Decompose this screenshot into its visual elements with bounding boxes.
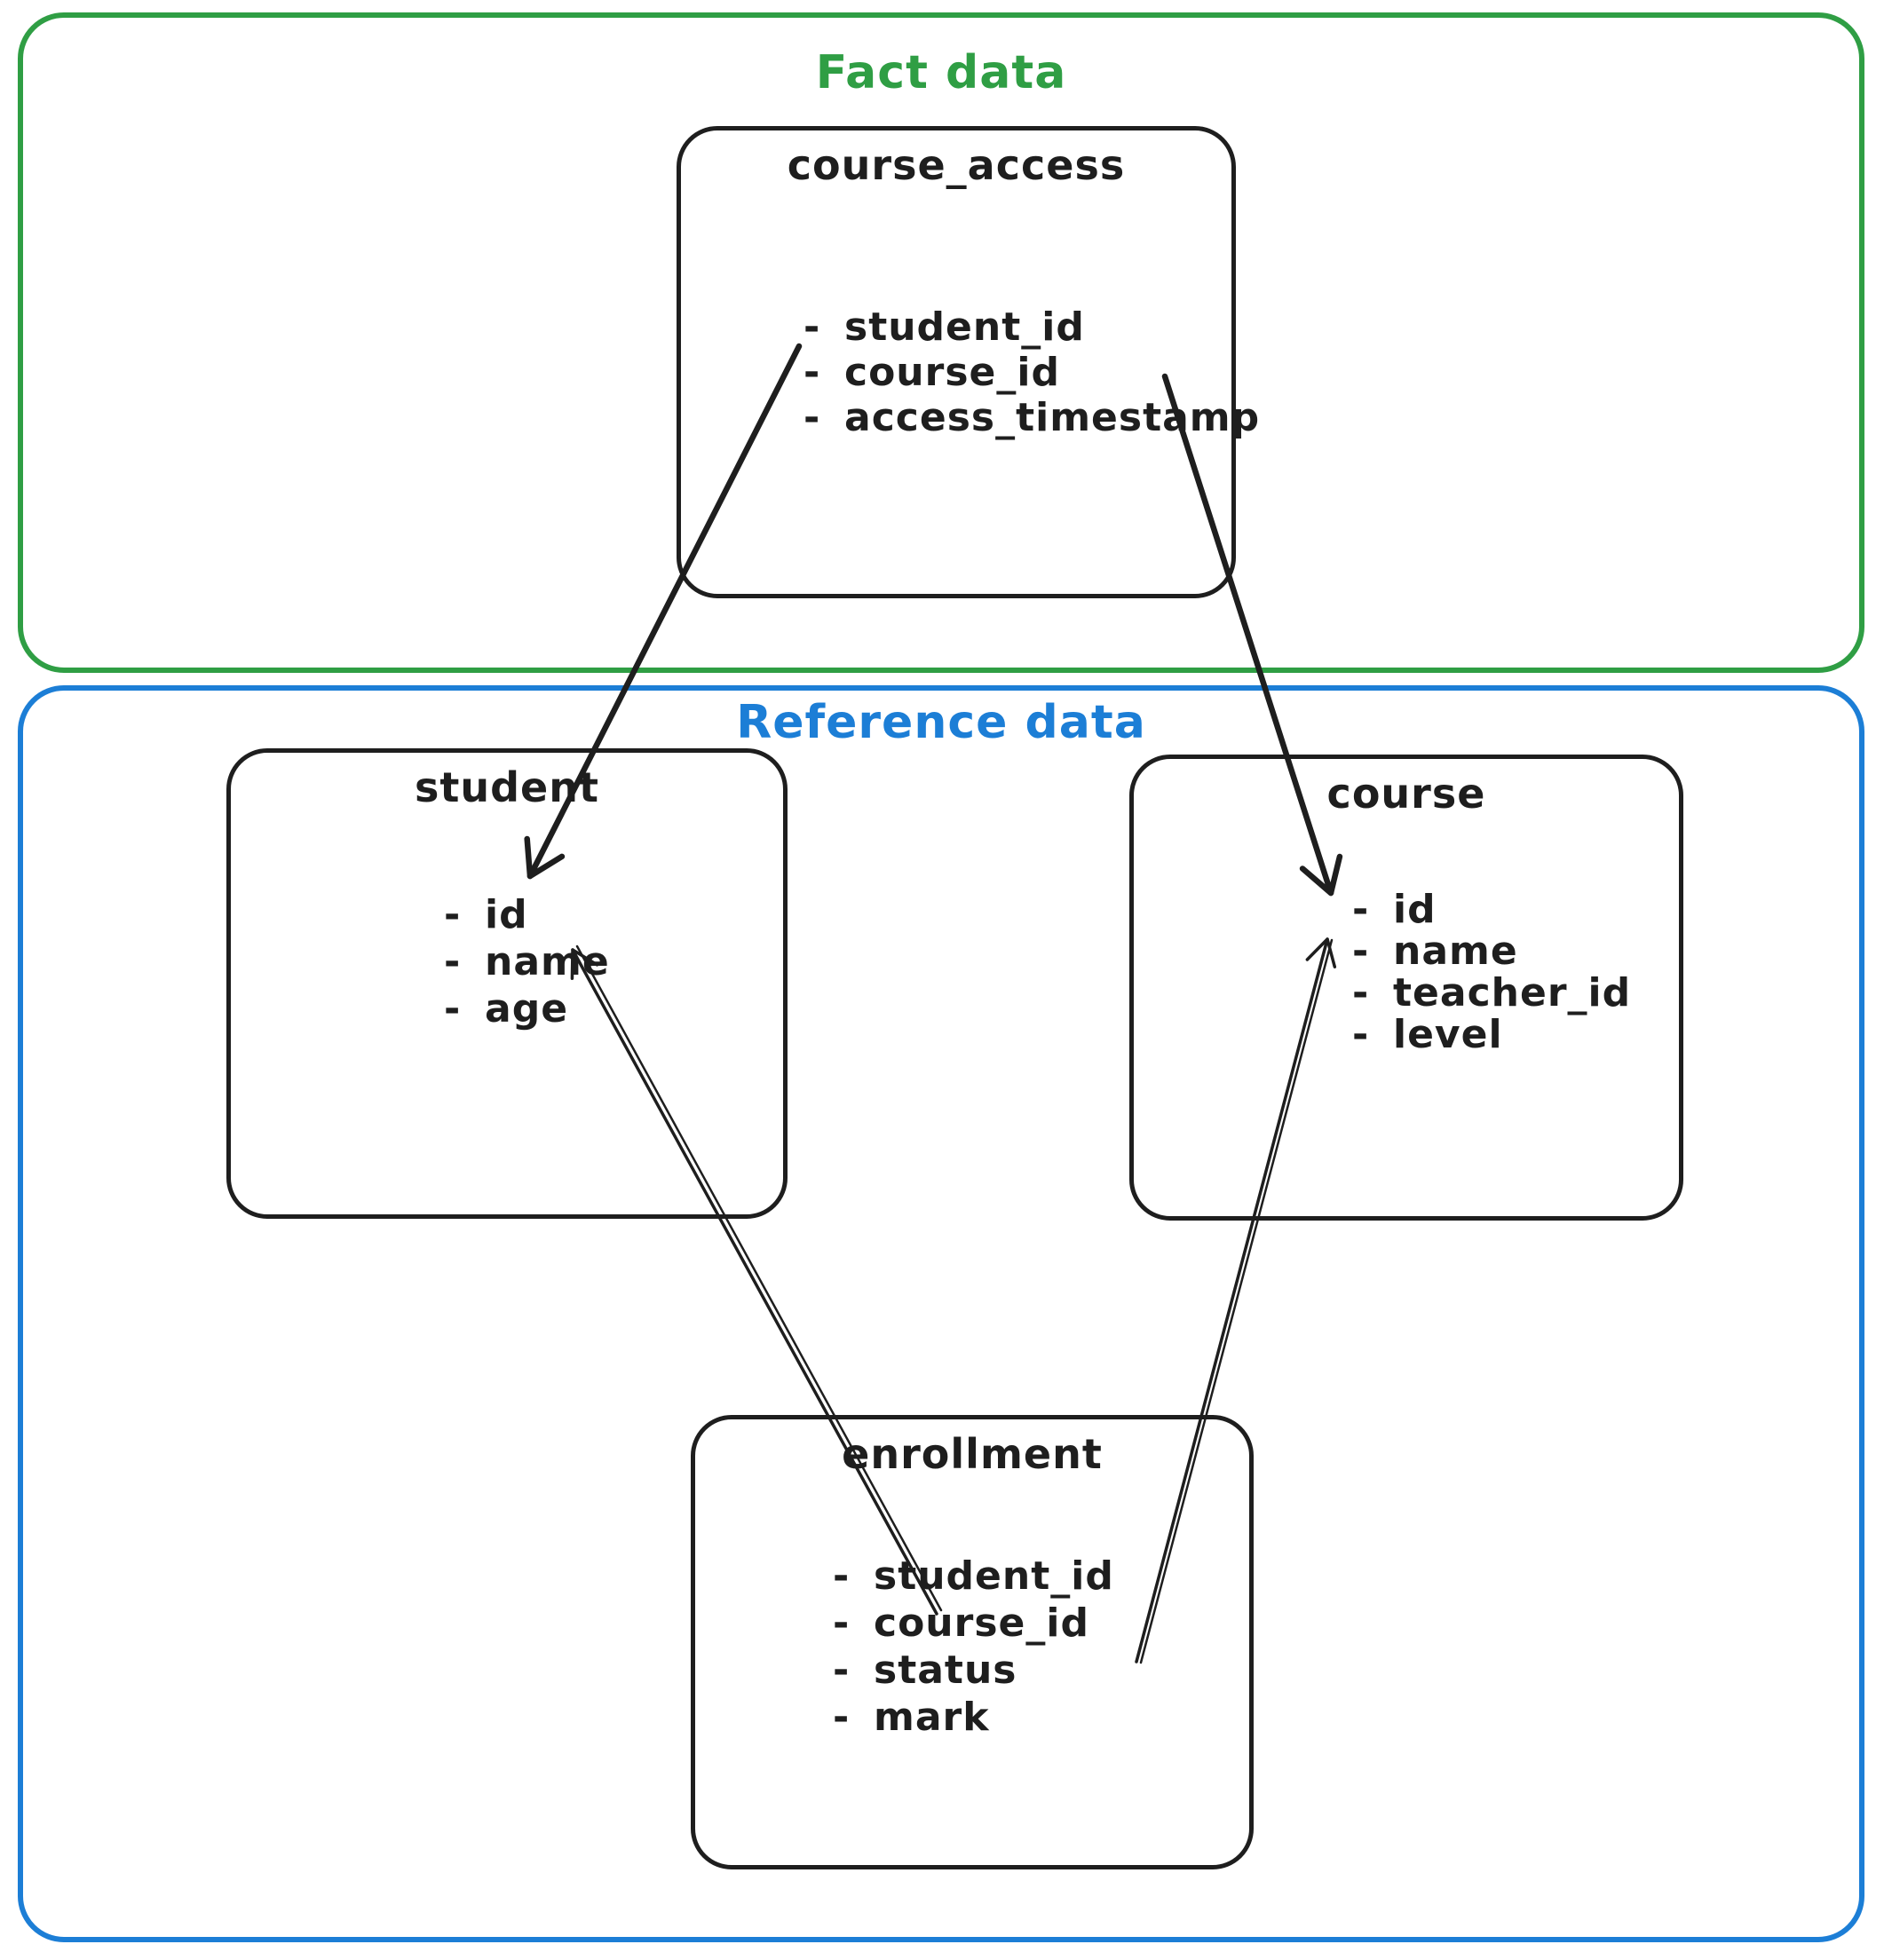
field-bullet: -: [1352, 970, 1370, 1016]
field-label: teacher_id: [1393, 970, 1632, 1016]
entity-course-access-title: course_access: [787, 141, 1126, 189]
field-row: - age: [444, 985, 610, 1032]
field-row: - status: [833, 1647, 1114, 1694]
field-label: status: [874, 1648, 1017, 1693]
entity-course-access-fields: - student_id - course_id - access_timest…: [803, 304, 1260, 440]
field-bullet: -: [1352, 1012, 1370, 1057]
reference-data-zone: Reference data: [18, 685, 1864, 1942]
field-label: level: [1393, 1012, 1503, 1057]
field-label: id: [485, 892, 528, 937]
field-bullet: -: [444, 892, 462, 937]
field-row: - id: [444, 891, 610, 938]
field-bullet: -: [833, 1648, 851, 1693]
field-row: - mark: [833, 1694, 1114, 1741]
entity-enrollment-fields: - student_id - course_id - status - mark: [833, 1553, 1114, 1741]
field-bullet: -: [833, 1600, 851, 1646]
field-label: name: [1393, 929, 1518, 974]
entity-course: course - id - name - teacher_id: [1129, 755, 1683, 1221]
field-row: - access_timestamp: [803, 395, 1260, 440]
field-bullet: -: [803, 304, 821, 350]
field-bullet: -: [444, 939, 462, 984]
field-label: course_id: [874, 1600, 1089, 1646]
field-row: - course_id: [833, 1600, 1114, 1647]
field-bullet: -: [803, 395, 821, 440]
field-row: - level: [1352, 1012, 1631, 1057]
field-bullet: -: [803, 350, 821, 395]
entity-course-fields: - id - name - teacher_id - level: [1352, 887, 1632, 1057]
field-row: - course_id: [803, 350, 1260, 395]
field-label: age: [485, 986, 569, 1031]
entity-course-access: course_access - student_id - course_id -…: [677, 126, 1259, 598]
field-row: - student_id: [803, 304, 1260, 350]
field-bullet: -: [1352, 887, 1370, 932]
field-row: - id: [1352, 887, 1631, 932]
field-label: access_timestamp: [844, 395, 1261, 440]
field-bullet: -: [1352, 929, 1370, 974]
field-label: id: [1393, 887, 1437, 932]
field-label: course_id: [844, 350, 1060, 395]
field-row: - name: [1352, 929, 1631, 974]
field-bullet: -: [833, 1695, 851, 1740]
field-label: mark: [874, 1695, 990, 1740]
field-bullet: -: [833, 1553, 851, 1599]
field-bullet: -: [444, 986, 462, 1031]
entity-student-title: student: [415, 763, 599, 811]
field-label: student_id: [874, 1553, 1114, 1599]
field-row: - teacher_id: [1352, 970, 1632, 1016]
fact-data-zone: Fact data: [18, 12, 1864, 673]
entity-enrollment-title: enrollment: [842, 1430, 1103, 1478]
entity-course-title: course: [1326, 770, 1486, 818]
entity-student-fields: - id - name - age: [444, 891, 610, 1032]
field-row: - student_id: [833, 1553, 1114, 1600]
entity-enrollment: enrollment - student_id - course_id - st…: [691, 1415, 1254, 1869]
field-label: student_id: [844, 304, 1085, 350]
field-label: name: [485, 939, 610, 984]
fact-data-label: Fact data: [815, 46, 1067, 99]
reference-data-label: Reference data: [736, 696, 1146, 749]
entity-student: student - id - name - age: [226, 748, 788, 1219]
field-row: - name: [444, 938, 610, 985]
